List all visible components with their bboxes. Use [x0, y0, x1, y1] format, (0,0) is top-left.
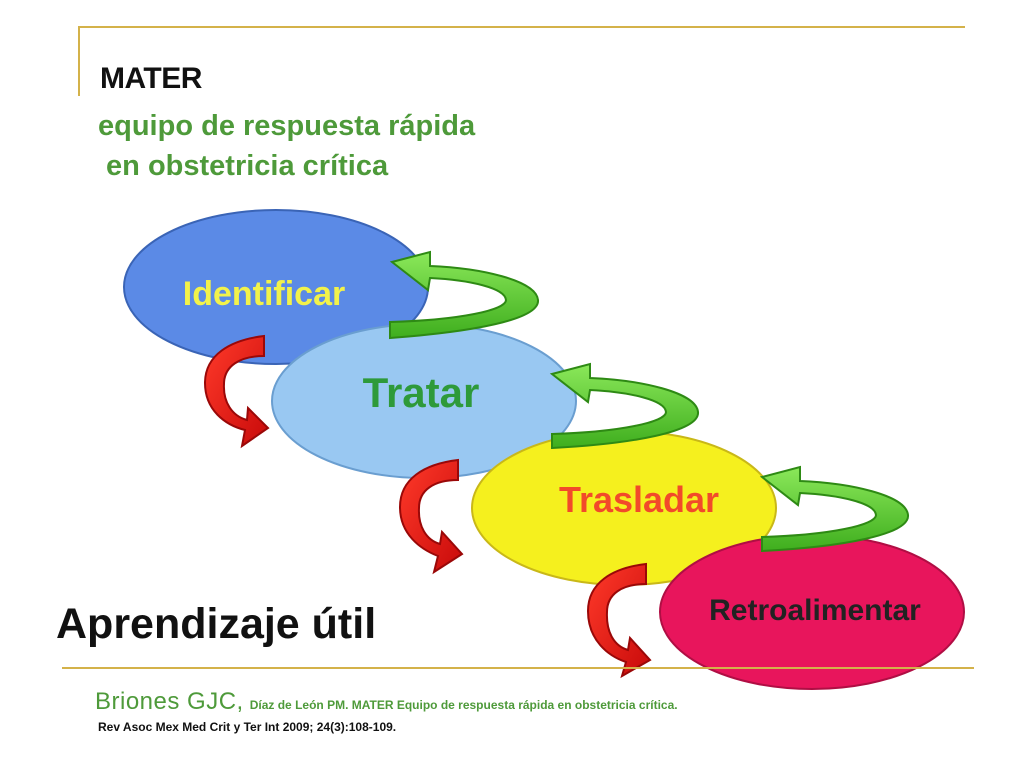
reference-line-1: Briones GJC, Díaz de León PM. MATER Equip…: [95, 688, 678, 716]
forward-arrow-1: [203, 334, 270, 449]
feedback-arrow-3: [759, 465, 910, 553]
step-label-trasladar: Trasladar: [559, 479, 719, 520]
top-divider: [78, 26, 965, 28]
forward-arrow-3: [586, 562, 652, 679]
step-label-identificar: Identificar: [183, 275, 345, 313]
step-label-tratar: Tratar: [363, 369, 480, 416]
page-subtitle: equipo de respuesta rápida en obstetrici…: [98, 110, 476, 182]
step-label-retroalimentar: Retroalimentar: [709, 594, 921, 627]
page-title: MATER: [100, 62, 202, 95]
left-accent-line: [78, 26, 80, 96]
bottom-divider: [62, 667, 974, 669]
caption-aprendizaje: Aprendizaje útil: [56, 600, 377, 648]
reference-title: Díaz de León PM. MATER Equipo de respues…: [249, 698, 678, 712]
forward-arrow-2: [398, 458, 464, 575]
feedback-arrow-1: [389, 250, 540, 340]
reference-author: Briones GJC,: [95, 688, 244, 715]
reference-journal: Rev Asoc Mex Med Crit y Ter Int 2009; 24…: [98, 720, 397, 734]
feedback-arrow-2: [549, 362, 700, 450]
